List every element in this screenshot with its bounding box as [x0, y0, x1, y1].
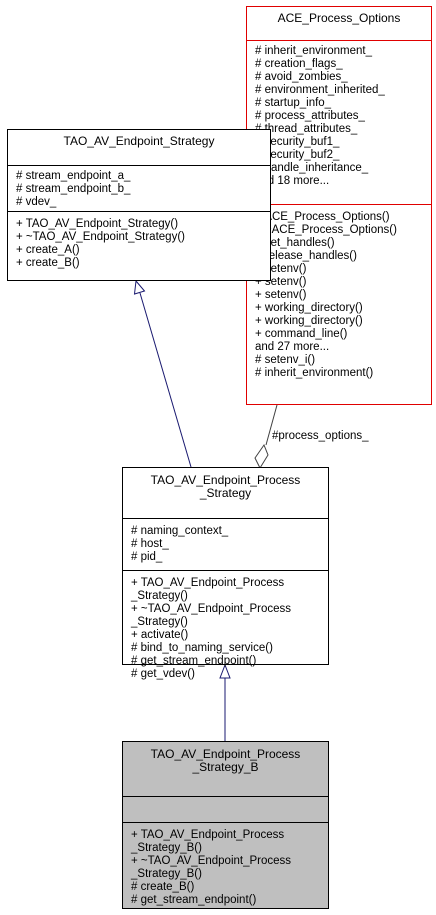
more-attributes: and 18 more...: [255, 175, 330, 187]
operation: + ACE_Process_Options(): [255, 211, 390, 223]
operations-section: + ACE_Process_Options() + ~ACE_Process_O…: [247, 204, 431, 382]
operation: + working_directory(): [255, 302, 363, 314]
inheritance-arrowhead-process: [219, 663, 231, 679]
attribute: # naming_context_: [131, 525, 229, 537]
operation: _Strategy(): [131, 590, 188, 602]
inheritance-arrowhead-strategy: [133, 279, 146, 295]
attribute: # pid_: [131, 551, 163, 563]
class-tao-av-endpoint-strategy[interactable]: TAO_AV_Endpoint_Strategy # stream_endpoi…: [7, 129, 271, 281]
operation: + setenv(): [255, 263, 307, 275]
operation: + TAO_AV_Endpoint_Process: [131, 829, 285, 841]
attribute: # stream_endpoint_b_: [16, 183, 131, 195]
operation: # inherit_environment(): [255, 367, 374, 379]
class-title: ACE_Process_Options: [277, 11, 401, 25]
attribute: # vdev_: [16, 196, 57, 208]
attributes-section: # inherit_environment_ # creation_flags_…: [247, 40, 431, 204]
operation: # get_stream_endpoint(): [131, 655, 257, 667]
attribute: # handle_inheritance_: [255, 162, 369, 174]
attribute: # inherit_environment_: [255, 45, 372, 57]
operation: + ~TAO_AV_Endpoint_Strategy(): [16, 231, 185, 243]
composition-edge-options-to-process: [265, 404, 278, 446]
operation: # get_stream_endpoint(): [131, 894, 257, 906]
operation: + ~TAO_AV_Endpoint_Process: [131, 855, 292, 867]
operation: _Strategy_B(): [131, 868, 202, 880]
attribute: # security_buf1_: [255, 136, 340, 148]
attribute: # process_attributes_: [255, 110, 365, 122]
operations-section: + TAO_AV_Endpoint_Process _Strategy_B() …: [123, 822, 328, 909]
operation: # create_B(): [131, 881, 195, 893]
class-title: TAO_AV_Endpoint_Process _Strategy_B: [123, 742, 328, 796]
operations-section: + TAO_AV_Endpoint_Process _Strategy() + …: [123, 570, 328, 683]
operation: + set_handles(): [255, 237, 335, 249]
class-title-line: TAO_AV_Endpoint_Process: [150, 747, 301, 761]
operation: # get_vdev(): [131, 668, 195, 680]
class-ace-process-options[interactable]: ACE_Process_Options # inherit_environmen…: [246, 6, 432, 405]
operation: # bind_to_naming_service(): [131, 642, 273, 654]
operation: # setenv_i(): [255, 354, 316, 366]
attribute: # host_: [131, 538, 169, 550]
operation: + setenv(): [255, 289, 307, 301]
inheritance-edge-process-to-strategy: [139, 292, 192, 468]
operation: + release_handles(): [255, 250, 357, 262]
class-title: TAO_AV_Endpoint_Strategy: [63, 134, 215, 148]
attribute: # thread_attributes_: [255, 123, 358, 135]
operation: + create_B(): [16, 257, 80, 269]
more-operations: and 27 more...: [255, 341, 330, 353]
attribute: # creation_flags_: [255, 58, 343, 70]
attributes-section: [123, 796, 328, 822]
class-tao-av-endpoint-process-strategy[interactable]: TAO_AV_Endpoint_Process _Strategy # nami…: [122, 467, 329, 680]
class-title-line: TAO_AV_Endpoint_Process: [150, 473, 301, 487]
operation: + activate(): [131, 629, 189, 641]
operations-section: + TAO_AV_Endpoint_Strategy() + ~TAO_AV_E…: [8, 211, 270, 272]
operation: _Strategy(): [131, 616, 188, 628]
class-title-line: _Strategy: [199, 486, 252, 500]
attributes-section: # naming_context_ # host_ # pid_: [123, 518, 328, 570]
operation: + setenv(): [255, 276, 307, 288]
operation: _Strategy_B(): [131, 842, 202, 854]
composition-diamond: [254, 443, 269, 470]
class-title-line: _Strategy_B: [192, 760, 259, 774]
attribute: # startup_info_: [255, 97, 332, 109]
attributes-section: # stream_endpoint_a_ # stream_endpoint_b…: [8, 165, 270, 211]
operation: + ~TAO_AV_Endpoint_Process: [131, 603, 292, 615]
attribute: # stream_endpoint_a_: [16, 170, 131, 182]
composition-label: #process_options_: [272, 430, 369, 442]
operation: + working_directory(): [255, 315, 363, 327]
operation: + ~ACE_Process_Options(): [255, 224, 397, 236]
operation: + TAO_AV_Endpoint_Process: [131, 577, 285, 589]
class-tao-av-endpoint-process-strategy-b[interactable]: TAO_AV_Endpoint_Process _Strategy_B + TA…: [122, 741, 329, 909]
attribute: # avoid_zombies_: [255, 71, 348, 83]
operation: + create_A(): [16, 244, 80, 256]
class-title: TAO_AV_Endpoint_Process _Strategy: [123, 468, 328, 518]
operation: + command_line(): [255, 328, 348, 340]
attribute: # security_buf2_: [255, 149, 340, 161]
attribute: # environment_inherited_: [255, 84, 385, 96]
operation: + TAO_AV_Endpoint_Strategy(): [16, 218, 179, 230]
